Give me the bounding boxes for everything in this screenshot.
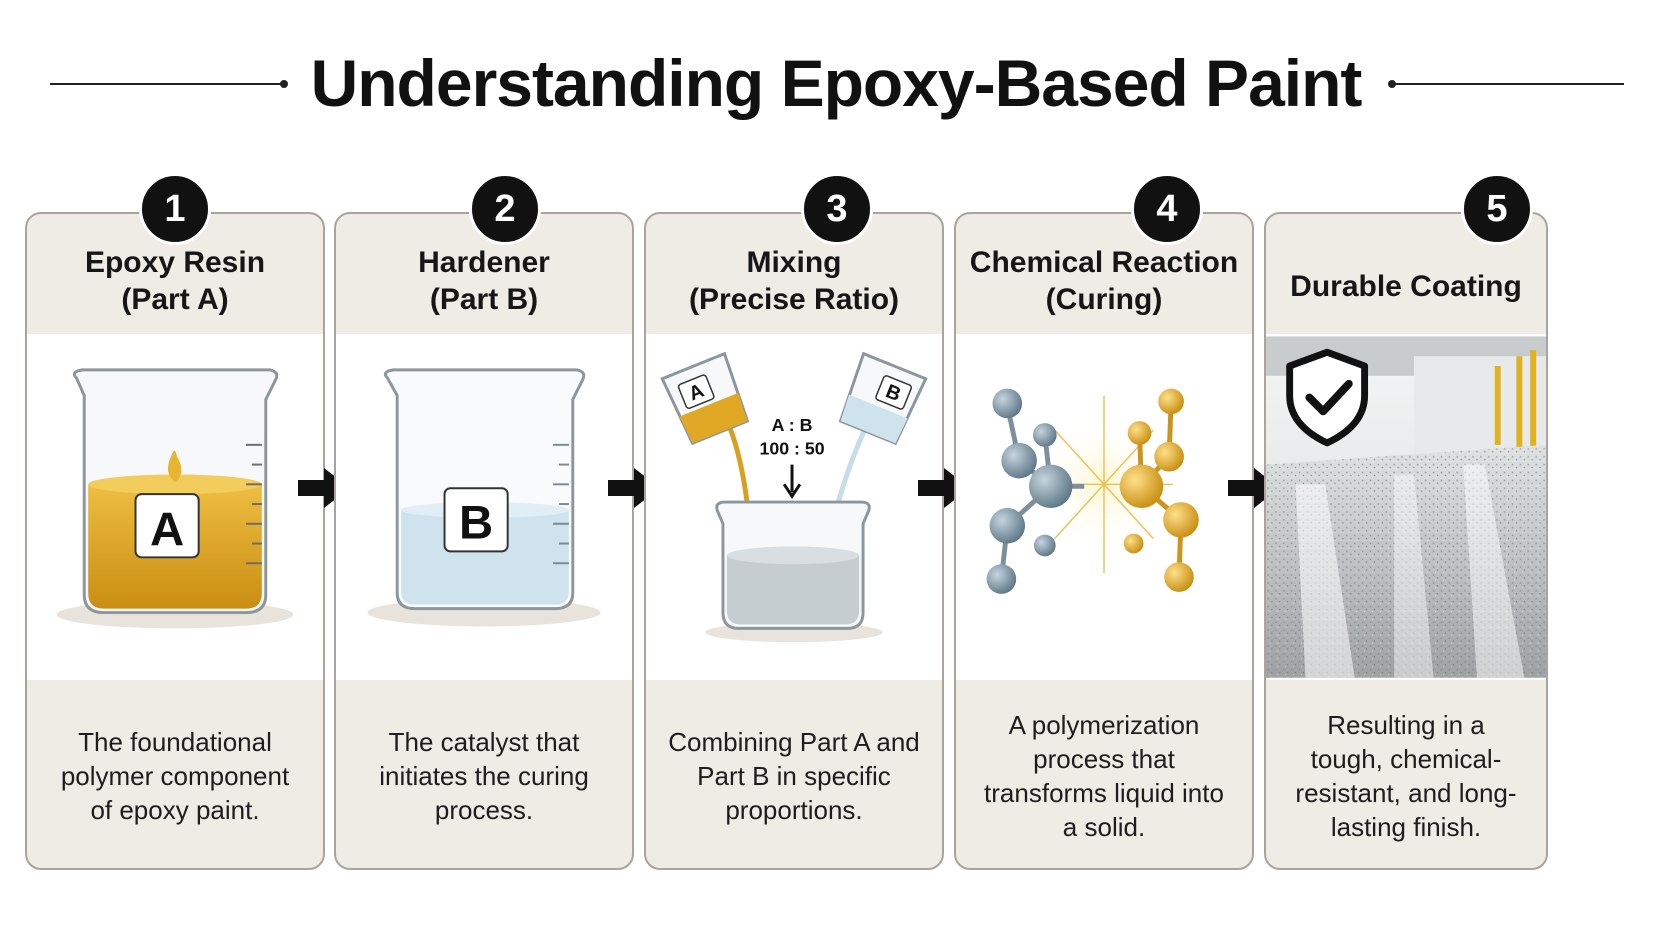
step-4-title: Chemical Reaction(Curing) (956, 214, 1252, 334)
step-3-illustration: A B A : B 100 : 50 (646, 334, 942, 680)
step-1-badge: 1 (139, 173, 211, 245)
step-card-durable-coating: Durable Coating (1264, 212, 1548, 870)
step-3-title: Mixing(Precise Ratio) (646, 214, 942, 334)
beaker-b-label: B (459, 497, 493, 550)
step-card-hardener: Hardener(Part B) B The catalyst that ini… (334, 212, 634, 870)
step-2-badge: 2 (469, 173, 541, 245)
step-1-title-line1: Epoxy Resin (85, 244, 265, 281)
step-2-illustration: B (336, 334, 632, 680)
step-card-mixing: Mixing(Precise Ratio) A B A : B (644, 212, 944, 870)
step-5-badge: 5 (1461, 173, 1533, 245)
glossy-floor-image (1266, 334, 1546, 680)
step-4-title-line2: (Curing) (970, 281, 1238, 318)
step-1-illustration: A (27, 334, 323, 680)
title-divider-right (1392, 83, 1624, 85)
step-2-title-line1: Hardener (418, 244, 550, 281)
step-1-title-line2: (Part A) (85, 281, 265, 318)
step-4-illustration (956, 334, 1252, 680)
step-2-description: The catalyst that initiates the curing p… (336, 680, 632, 870)
mixing-beakers-icon: A B A : B 100 : 50 (646, 334, 942, 680)
beaker-a-icon: A (27, 334, 323, 680)
step-4-description: A polymerization process that transforms… (956, 680, 1252, 870)
step-5-illustration (1266, 334, 1546, 680)
step-3-badge: 3 (801, 173, 873, 245)
step-card-epoxy-resin: Epoxy Resin(Part A) A The foundational p… (25, 212, 325, 870)
beaker-a-label: A (150, 503, 184, 556)
step-3-title-line2: (Precise Ratio) (689, 281, 899, 318)
step-5-description: Resulting in a tough, chemical-resistant… (1266, 680, 1546, 870)
step-3-title-line1: Mixing (689, 244, 899, 281)
step-3-description: Combining Part A and Part B in specific … (646, 680, 942, 870)
step-1-description: The foundational polymer component of ep… (27, 680, 323, 870)
title-row: Understanding Epoxy-Based Paint (0, 40, 1672, 140)
molecule-icon (956, 334, 1252, 680)
ratio-label: A : B (772, 415, 813, 435)
step-4-badge: 4 (1131, 173, 1203, 245)
step-4-title-line1: Chemical Reaction (970, 244, 1238, 281)
step-2-title-line2: (Part B) (418, 281, 550, 318)
ratio-value: 100 : 50 (759, 439, 824, 459)
beaker-b-icon: B (336, 334, 632, 680)
step-5-title-line1: Durable Coating (1290, 268, 1522, 305)
step-card-chemical-reaction: Chemical Reaction(Curing) (954, 212, 1254, 870)
shield-check-icon (1290, 352, 1365, 443)
